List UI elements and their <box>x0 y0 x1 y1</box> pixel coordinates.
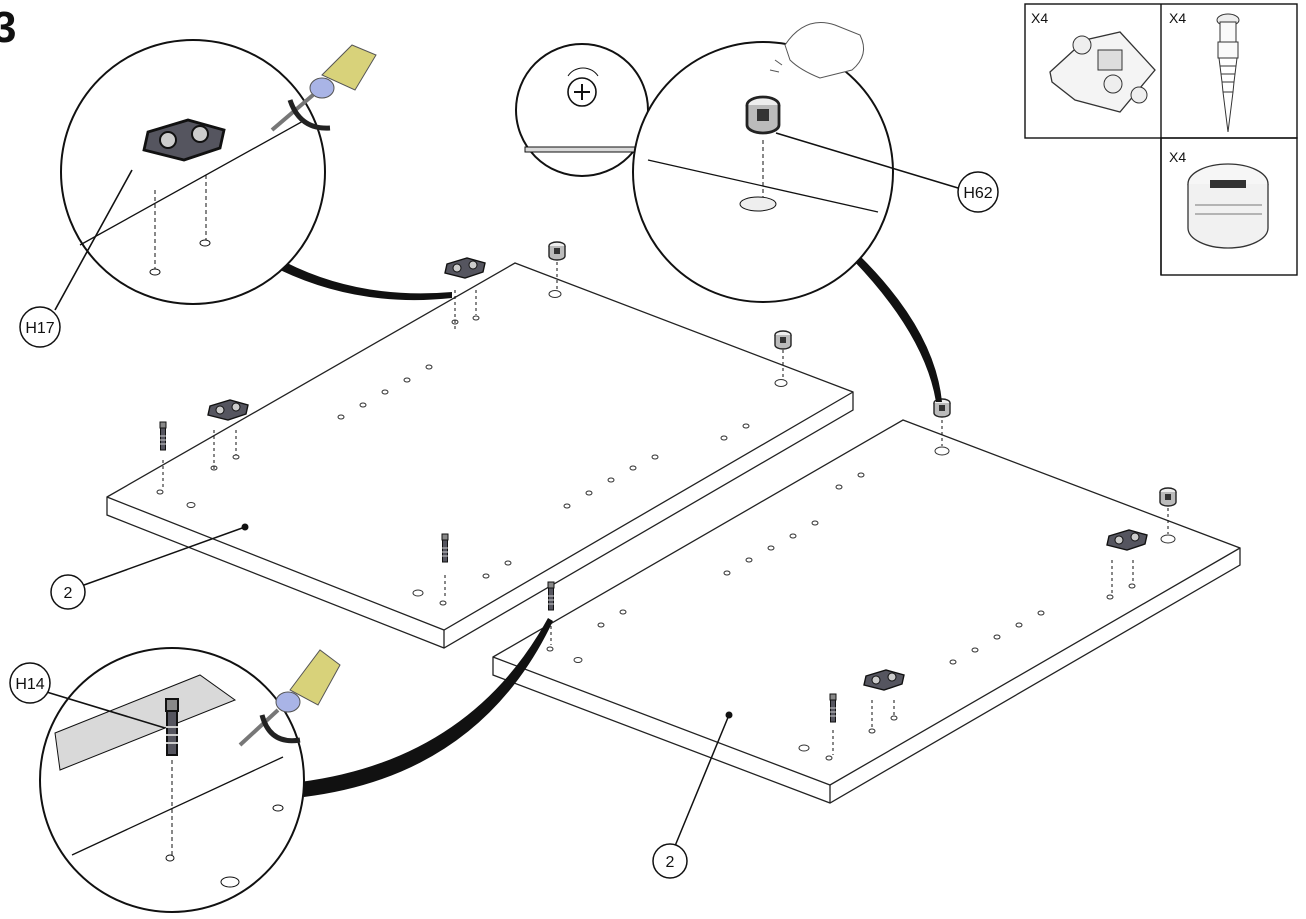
panel-right <box>492 419 1241 804</box>
swoosh-arrows <box>280 255 942 797</box>
cam-lock-part-icon <box>1187 163 1269 249</box>
svg-text:2: 2 <box>666 854 675 871</box>
hinge-plate-part-icon <box>1049 31 1156 113</box>
callout-h62: H62 <box>957 171 999 213</box>
svg-text:H62: H62 <box>963 185 992 202</box>
callout-h17: H17 <box>19 306 61 348</box>
holes-right <box>546 446 1176 761</box>
svg-text:2: 2 <box>64 585 73 602</box>
dowel-bolt-part-icon <box>1216 13 1240 133</box>
screwdriver-icon <box>238 649 341 747</box>
phillips-screw-icon <box>567 67 599 107</box>
hand-press-icon <box>769 22 865 79</box>
hardware-right <box>547 398 1177 755</box>
step-number: 3 <box>0 3 16 52</box>
svg-text:H17: H17 <box>25 320 54 337</box>
hardware-left <box>159 241 792 598</box>
callout-h14: H14 <box>9 662 51 704</box>
screwdriver-icon <box>270 44 377 132</box>
parts-box: X4 X4 X4 <box>1024 3 1298 276</box>
callout-panel-left: 2 <box>50 523 249 610</box>
callout-panel-right: 2 <box>652 711 733 879</box>
svg-text:H14: H14 <box>15 676 44 693</box>
detail-dowel-bolt <box>39 647 341 913</box>
holes-left <box>156 290 788 606</box>
qty-cam-lock: X4 <box>1169 149 1186 165</box>
detail-cam-lock <box>632 22 959 303</box>
qty-hinge-plate: X4 <box>1031 10 1048 26</box>
detail-hinge-plate <box>54 39 377 311</box>
qty-dowel-bolt: X4 <box>1169 10 1186 26</box>
panel-left <box>106 262 854 649</box>
detail-screw-symbol <box>515 43 649 177</box>
